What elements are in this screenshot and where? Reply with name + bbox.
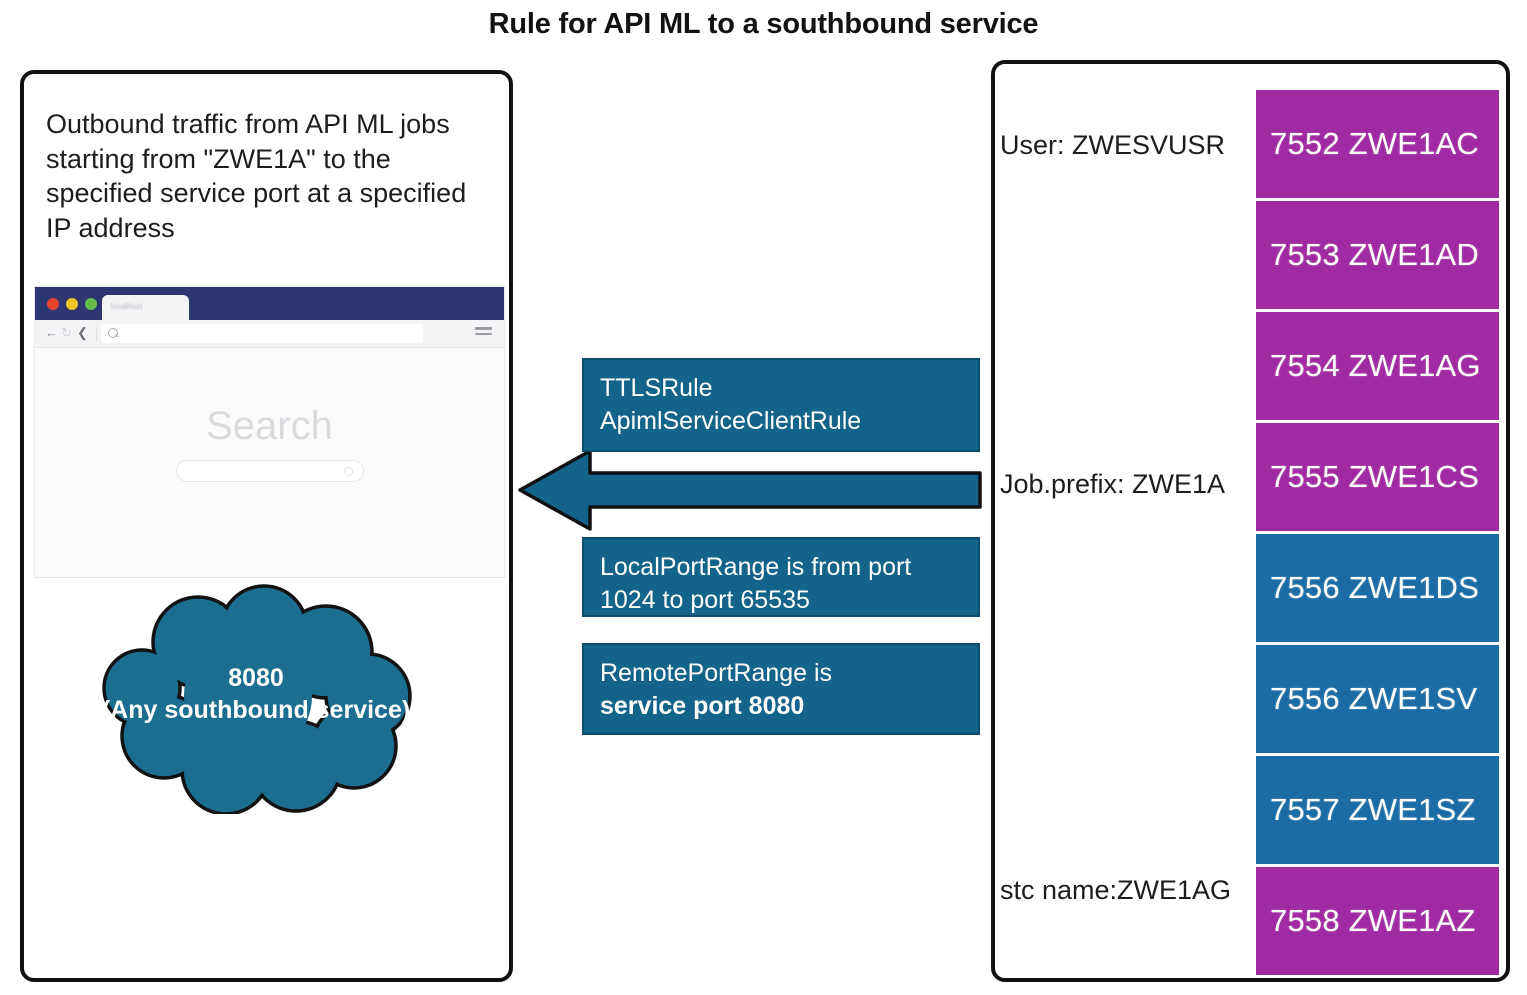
port-tile: 7557 ZWE1SZ <box>1256 756 1499 864</box>
port-tile-name: ZWE1SZ <box>1348 792 1476 827</box>
label-stc-name: stc name:ZWE1AG <box>1000 875 1232 905</box>
banner-localportrange-line1: LocalPortRange is from port <box>600 553 912 581</box>
port-tile: 7558 ZWE1AZ <box>1256 867 1499 975</box>
toolbar-separator-icon: │ <box>93 325 102 340</box>
port-tile-port: 7553 <box>1270 237 1340 272</box>
banner-ttlsrule: TTLSRule ApimlServiceClientRule <box>582 358 980 452</box>
banner-localportrange-line2: 1024 to port 65535 <box>600 586 810 614</box>
port-tile: 7553 ZWE1AD <box>1256 201 1499 309</box>
port-tile: 7552 ZWE1AC <box>1256 90 1499 198</box>
close-dot-icon[interactable] <box>47 298 59 310</box>
browser-tab[interactable]: localhost <box>102 295 189 320</box>
port-tile-spacer <box>1340 237 1349 273</box>
flow-arrow-left <box>518 447 982 533</box>
chevron-left-icon[interactable]: ❮ <box>77 325 88 340</box>
maximize-dot-icon[interactable] <box>85 298 97 310</box>
browser-window-mockup: localhost ← ↻ ❮ │ Search <box>35 287 504 577</box>
port-tile-name: ZWE1AD <box>1348 237 1479 272</box>
banner-remoteportrange-line1: RemotePortRange is <box>600 659 833 687</box>
left-arrow-icon <box>518 449 982 531</box>
port-tile: 7556 ZWE1DS <box>1256 534 1499 642</box>
port-tile-port: 7556 <box>1270 681 1340 716</box>
port-tile-spacer <box>1340 348 1349 384</box>
cloud-shape-icon <box>102 584 412 814</box>
outbound-traffic-description: Outbound traffic from API ML jobs starti… <box>46 109 467 243</box>
port-tile: 7555 ZWE1CS <box>1256 423 1499 531</box>
port-tile: 7554 ZWE1AG <box>1256 312 1499 420</box>
port-tile-name: ZWE1AZ <box>1348 903 1476 938</box>
port-tile-spacer <box>1340 792 1349 828</box>
port-tile-name: ZWE1SV <box>1348 681 1478 716</box>
label-user: User: ZWESVUSR <box>1000 130 1226 160</box>
minimize-dot-icon[interactable] <box>66 298 78 310</box>
port-tile-port: 7555 <box>1270 459 1340 494</box>
port-tile-port: 7554 <box>1270 348 1340 383</box>
port-tile-name: ZWE1AC <box>1348 126 1479 161</box>
port-tile-port: 7558 <box>1270 903 1340 938</box>
port-tile-port: 7557 <box>1270 792 1340 827</box>
browser-page-content: Search <box>35 348 504 577</box>
page-title: Rule for API ML to a southbound service <box>488 8 1039 40</box>
port-tile-name: ZWE1AG <box>1348 348 1481 383</box>
port-tile-spacer <box>1340 903 1349 939</box>
port-tile-name: ZWE1CS <box>1348 459 1479 494</box>
port-tile: 7556 ZWE1SV <box>1256 645 1499 753</box>
port-tile-name: ZWE1DS <box>1348 570 1479 605</box>
address-bar-input[interactable] <box>101 324 423 343</box>
port-tile-spacer <box>1340 570 1349 606</box>
label-job-prefix: Job.prefix: ZWE1A <box>1000 469 1226 499</box>
banner-remoteportrange: RemotePortRange is service port 8080 <box>582 643 980 735</box>
search-icon <box>108 328 118 338</box>
port-tile-spacer <box>1340 126 1349 162</box>
back-arrow-icon[interactable]: ← <box>45 325 58 340</box>
port-tile-spacer <box>1340 681 1349 717</box>
page-search-input[interactable] <box>175 460 364 482</box>
southbound-service-cloud: 8080 (Any southbound service) <box>86 584 426 814</box>
reload-icon[interactable]: ↻ <box>61 325 72 340</box>
browser-tab-label: localhost <box>111 302 143 311</box>
browser-titlebar: localhost <box>35 287 504 320</box>
banner-ttlsrule-line2: ApimlServiceClientRule <box>600 407 862 435</box>
search-circle-icon <box>343 467 353 476</box>
menu-bar-2 <box>475 332 492 336</box>
banner-remoteportrange-line2: service port 8080 <box>600 692 805 720</box>
hamburger-menu-icon[interactable] <box>475 327 492 338</box>
browser-toolbar: ← ↻ ❮ │ <box>35 320 504 348</box>
banner-localportrange: LocalPortRange is from port 1024 to port… <box>582 537 980 617</box>
port-tile-port: 7556 <box>1270 570 1340 605</box>
menu-bar-1 <box>475 327 492 330</box>
left-panel: Outbound traffic from API ML jobs starti… <box>20 70 513 982</box>
port-tile-spacer <box>1340 459 1349 495</box>
port-tile-port: 7552 <box>1270 126 1340 161</box>
banner-ttlsrule-line1: TTLSRule <box>600 374 713 402</box>
search-heading: Search <box>206 404 333 448</box>
